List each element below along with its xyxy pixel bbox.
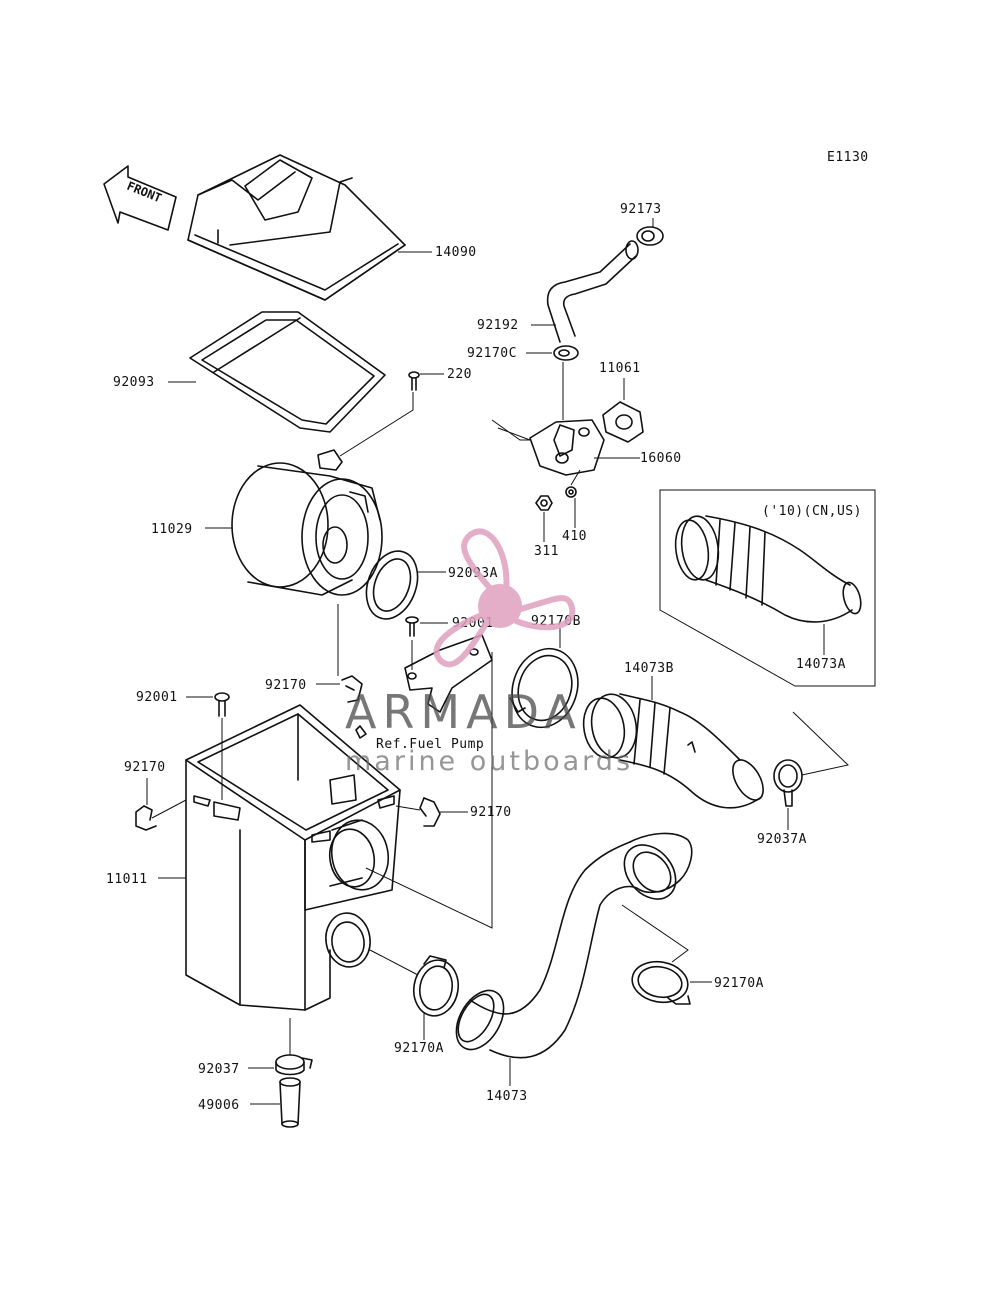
watermark-name: ARMADA: [345, 685, 582, 739]
callout-311: 311: [534, 544, 559, 559]
screw-220[interactable]: [408, 371, 420, 391]
nut-311[interactable]: [535, 495, 553, 511]
variant-box: ('10)(CN,US): [659, 489, 876, 687]
breather-hose[interactable]: [546, 240, 639, 343]
air-filter-element[interactable]: [231, 449, 383, 596]
callout-92037: 92037: [198, 1062, 240, 1077]
callout-92170c: 92170C: [467, 346, 517, 361]
reference-note: Ref.Fuel Pump: [376, 737, 484, 752]
clamp-92170a-right[interactable]: [629, 957, 691, 1006]
callout-92170-upper: 92170: [265, 678, 307, 693]
callout-92093a: 92093A: [448, 566, 498, 581]
callout-92170a-right: 92170A: [714, 976, 764, 991]
front-arrow-icon: FRONT: [103, 165, 177, 231]
front-label: FRONT: [125, 179, 164, 206]
watermark-tagline: marine outboards: [345, 746, 633, 777]
callout-92001-lower: 92001: [136, 690, 178, 705]
clamp-92170c[interactable]: [553, 345, 579, 361]
callout-14073a: 14073A: [796, 657, 846, 672]
seal-ring-92093a[interactable]: [357, 544, 426, 626]
callout-410: 410: [562, 529, 587, 544]
air-cleaner-box[interactable]: [185, 704, 401, 1011]
variant-note: ('10)(CN,US): [762, 504, 862, 519]
callout-92170a-bottom: 92170A: [394, 1041, 444, 1056]
bolt-92001-upper[interactable]: [405, 616, 419, 637]
clamp-92173[interactable]: [636, 226, 664, 246]
gasket-11061[interactable]: [602, 401, 644, 443]
diagram-code: E1130: [827, 150, 869, 165]
callout-92093: 92093: [113, 375, 155, 390]
clip-92170-right[interactable]: [419, 797, 441, 827]
callout-11029: 11029: [151, 522, 193, 537]
callout-11011: 11011: [106, 872, 148, 887]
callout-16060: 16060: [640, 451, 682, 466]
propeller-logo-icon: [433, 528, 576, 668]
clamp-92170a-bottom[interactable]: [409, 955, 462, 1019]
breather-housing[interactable]: [491, 419, 605, 476]
callout-14073b: 14073B: [624, 661, 674, 676]
washer-410[interactable]: [565, 486, 577, 498]
clamp-92037[interactable]: [275, 1054, 313, 1076]
callout-220: 220: [447, 367, 472, 382]
clip-92170-upper[interactable]: [341, 675, 363, 703]
air-cleaner-cover[interactable]: [187, 154, 406, 301]
callout-11061: 11061: [599, 361, 641, 376]
cover-gasket[interactable]: [189, 311, 386, 433]
callout-92037a: 92037A: [757, 832, 807, 847]
intake-duct-14073[interactable]: [447, 832, 693, 1059]
callout-92173: 92173: [620, 202, 662, 217]
callout-92192: 92192: [477, 318, 519, 333]
callout-92170-left: 92170: [124, 760, 166, 775]
intake-boot-14073a[interactable]: [672, 514, 864, 623]
callout-14090: 14090: [435, 245, 477, 260]
clip-92170-left[interactable]: [135, 805, 157, 831]
callout-14073: 14073: [486, 1089, 528, 1104]
callout-92170-right: 92170: [470, 805, 512, 820]
callout-49006: 49006: [198, 1098, 240, 1113]
watermark: ARMADA marine outboards: [345, 528, 633, 777]
intake-boot-14073b[interactable]: [579, 691, 769, 809]
drain-tube[interactable]: [279, 1077, 301, 1128]
clamp-92170b[interactable]: [502, 640, 588, 736]
clamp-92037a[interactable]: [773, 759, 803, 807]
bolt-92001-lower[interactable]: [214, 692, 230, 717]
